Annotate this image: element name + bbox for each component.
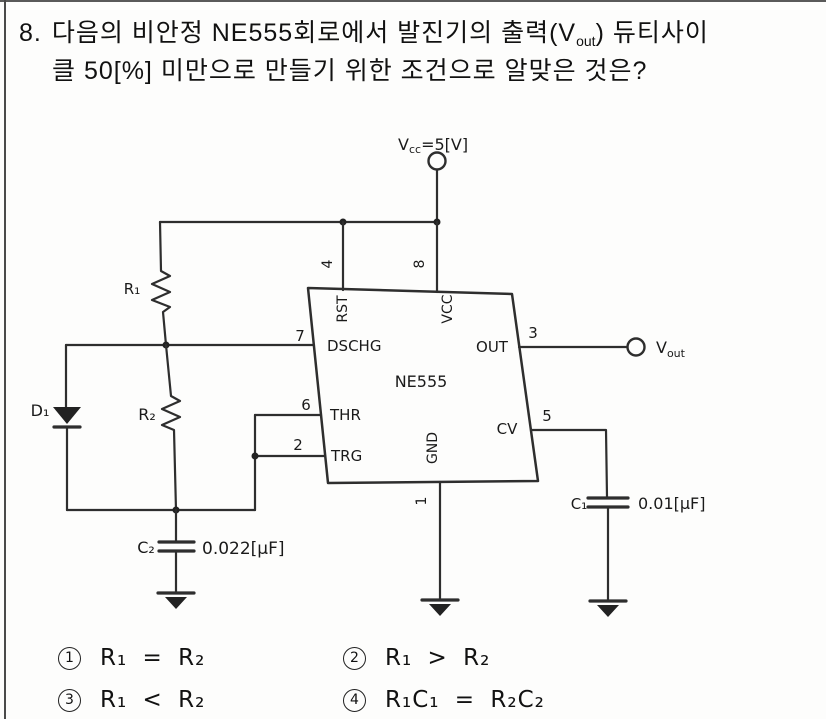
c1-label: C₁ bbox=[571, 495, 588, 513]
pin-thr-label: THR bbox=[329, 406, 361, 424]
c1-value: 0.01[μF] bbox=[638, 494, 706, 513]
vout-subscript: out bbox=[576, 33, 596, 49]
pin-out-label: OUT bbox=[476, 338, 509, 356]
page-top-border bbox=[0, 0, 826, 2]
question-number: 8. bbox=[19, 19, 42, 47]
capacitor-c2 bbox=[157, 508, 196, 595]
chip-name-label: NE555 bbox=[395, 372, 448, 391]
option-4-marker: 4 bbox=[343, 688, 366, 712]
pin-vcc-label: VCC bbox=[440, 294, 456, 323]
pin3-number: 3 bbox=[528, 324, 538, 342]
pin8-number: 8 bbox=[412, 260, 428, 269]
vout-label: Vout bbox=[656, 338, 686, 360]
pin-rst-label: RST bbox=[335, 295, 351, 323]
pin-trg-label: TRG bbox=[330, 447, 362, 465]
ne555-chip-body bbox=[306, 286, 540, 485]
option-1-text: R₁ = R₂ bbox=[100, 645, 206, 671]
r2-label: R₂ bbox=[138, 405, 156, 424]
option-2-marker: 2 bbox=[343, 646, 366, 670]
question-line2: 클 50[%] 미만으로 만들기 위한 조건으로 알맞은 것은? bbox=[52, 57, 648, 85]
ground-symbol-c2 bbox=[156, 591, 196, 609]
option-3-text: R₁ < R₂ bbox=[100, 687, 206, 713]
option-1-marker: 1 bbox=[58, 646, 81, 670]
pin1-number: 1 bbox=[414, 497, 430, 506]
question-line1-tail: ) 듀티사이 bbox=[595, 19, 709, 47]
r1-label: R₁ bbox=[124, 280, 140, 298]
option-3: 3 R₁ < R₂ bbox=[58, 687, 205, 713]
capacitor-c1 bbox=[586, 496, 630, 603]
vcc-supply-label: Vcc=5[V] bbox=[398, 135, 468, 156]
pin-cv-label: CV bbox=[497, 420, 518, 438]
vout-terminal bbox=[626, 337, 646, 357]
option-1: 1 R₁ = R₂ bbox=[58, 645, 205, 671]
ground-symbol-gnd bbox=[420, 598, 460, 616]
option-2: 2 R₁ > R₂ bbox=[343, 645, 490, 671]
diode-d1 bbox=[52, 343, 82, 512]
c2-value: 0.022[μF] bbox=[202, 539, 285, 559]
option-4-text: R₁C₁ = R₂C₂ bbox=[385, 687, 545, 713]
pin2-number: 2 bbox=[293, 436, 303, 454]
option-2-text: R₁ > R₂ bbox=[385, 645, 491, 671]
option-4: 4 R₁C₁ = R₂C₂ bbox=[343, 687, 545, 713]
pin5-wire bbox=[529, 428, 609, 499]
pin5-number: 5 bbox=[542, 407, 552, 425]
page-left-border bbox=[4, 0, 6, 719]
question-line1: 8. 다음의 비안정 NE555회로에서 발진기의 출력(Vout) 듀티사이 bbox=[19, 13, 709, 49]
option-3-marker: 3 bbox=[58, 688, 81, 712]
junction-dot bbox=[251, 452, 259, 460]
pin4-number: 4 bbox=[320, 259, 336, 268]
d1-label: D₁ bbox=[31, 401, 50, 420]
pin7-number: 7 bbox=[295, 327, 305, 345]
question-line1-text: 다음의 비안정 NE555회로에서 발진기의 출력(V bbox=[51, 19, 577, 47]
pin6-number: 6 bbox=[301, 396, 311, 414]
vcc-terminal bbox=[427, 151, 447, 224]
c2-label: C₂ bbox=[137, 538, 155, 557]
resistor-r1 bbox=[150, 220, 172, 347]
resistor-r2 bbox=[160, 343, 182, 512]
pin-gnd-label: GND bbox=[425, 432, 441, 464]
pin-dschg-label: DSCHG bbox=[327, 337, 381, 355]
ground-symbol-c1 bbox=[588, 599, 628, 617]
